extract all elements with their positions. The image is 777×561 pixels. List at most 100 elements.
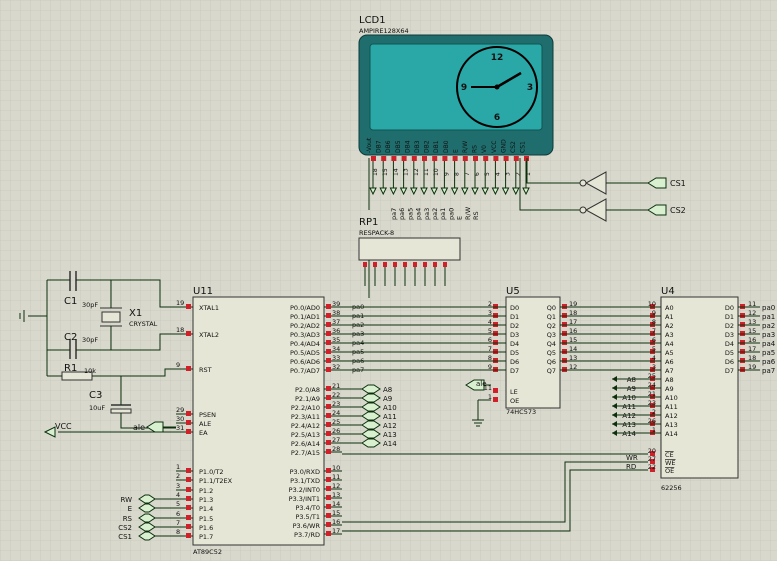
rd-label: RD bbox=[626, 463, 636, 471]
u5-pin-label: D6 bbox=[510, 358, 519, 366]
u11-pin-marker bbox=[186, 420, 191, 425]
lcd-pin-marker bbox=[432, 156, 438, 161]
u11-pin-marker bbox=[186, 468, 191, 473]
u11-pin-label: P2.5/A13 bbox=[291, 431, 320, 439]
u11-pin-label: P1.3 bbox=[199, 496, 213, 504]
u4-pin-label: WE bbox=[665, 459, 676, 467]
u11-pin-label: XTAL1 bbox=[199, 304, 219, 312]
u4-a-net: A13 bbox=[622, 421, 636, 429]
clock-number-3: 3 bbox=[527, 83, 533, 93]
u5-pin-number: 19 bbox=[569, 300, 577, 308]
u11-pin-label: ALE bbox=[199, 420, 211, 428]
u4-d-net: pa2 bbox=[762, 322, 775, 330]
u11-pin-label: P3.3/INT1 bbox=[289, 495, 320, 503]
u11-pin-marker bbox=[326, 331, 331, 336]
inverter-cs1[interactable] bbox=[579, 171, 607, 195]
c1-value: 30pF bbox=[82, 301, 98, 309]
u4-pin-label: A14 bbox=[665, 430, 678, 438]
u5-pin-label: Q0 bbox=[547, 304, 556, 312]
p1-net-terminal bbox=[138, 513, 156, 523]
u5-pin-marker bbox=[493, 388, 498, 393]
u11-pin-number: 2 bbox=[176, 472, 180, 480]
u5-pin-number: 6 bbox=[488, 336, 492, 344]
u11-a-net: A8 bbox=[383, 386, 392, 394]
u11-pin-number: 39 bbox=[332, 300, 340, 308]
lcd-pin-label: DB7 bbox=[376, 140, 383, 153]
u11-pin-label: P0.2/AD2 bbox=[290, 322, 320, 330]
ale-label-u5: ale bbox=[476, 380, 487, 388]
lcd-bus-arrow bbox=[511, 187, 520, 196]
lcd-bus-arrow bbox=[420, 187, 428, 196]
resistor-pack[interactable]: RP1 RESPACK-8 bbox=[358, 217, 461, 286]
terminal-cs1[interactable]: CS1 bbox=[647, 177, 686, 189]
u11-pin-number: 28 bbox=[332, 445, 340, 453]
lcd-bus-arrow bbox=[369, 187, 377, 196]
u5-pin-number: 3 bbox=[488, 309, 492, 317]
u4-pin-number: 21 bbox=[648, 390, 656, 398]
u5-pin-label: Q5 bbox=[547, 349, 556, 357]
rp1-part: RESPACK-8 bbox=[359, 229, 394, 237]
u4-pin-number: 3 bbox=[652, 363, 656, 371]
x1-value: CRYSTAL bbox=[129, 320, 158, 328]
u4-pin-number: 10 bbox=[648, 300, 656, 308]
terminal-cs2-label: CS2 bbox=[670, 206, 686, 215]
rp1-pin-marker bbox=[383, 262, 387, 267]
u4-a-net: A11 bbox=[622, 403, 636, 411]
rp1-pin-marker bbox=[423, 262, 427, 267]
capacitor-c1[interactable]: C1 30pF bbox=[64, 271, 98, 309]
u11-pin-label: PSEN bbox=[199, 411, 216, 419]
u11-pin-marker bbox=[186, 411, 191, 416]
capacitor-c2[interactable]: C2 30pF bbox=[64, 332, 98, 359]
u4-pin-number: 17 bbox=[748, 345, 756, 353]
u11-a-net: A12 bbox=[383, 422, 397, 430]
c3-value: 10uF bbox=[89, 404, 105, 412]
lcd-bus-arrow bbox=[460, 187, 469, 196]
terminal-ale-u11[interactable]: ale bbox=[133, 421, 164, 433]
u5-pin-number: 13 bbox=[569, 354, 577, 362]
u4-pin-label: CE bbox=[665, 451, 674, 459]
u11-pin-marker bbox=[326, 313, 331, 318]
u11-pin-number: 11 bbox=[332, 473, 340, 481]
u11-pin-label: P3.7/RD bbox=[294, 531, 320, 539]
p1-net-terminal bbox=[138, 503, 156, 513]
lcd-bus-label: R/W bbox=[464, 206, 472, 220]
terminal-cs2[interactable]: CS2 bbox=[647, 204, 686, 216]
u5-pin-label: D7 bbox=[510, 367, 519, 375]
lcd-pin-marker bbox=[513, 156, 519, 161]
u11-a-net: A13 bbox=[383, 431, 397, 439]
u5-pin-label: D5 bbox=[510, 349, 519, 357]
u11-pin-number: 5 bbox=[176, 500, 180, 508]
u4-d-net: pa3 bbox=[762, 331, 775, 339]
lcd-bus-arrow bbox=[450, 187, 459, 196]
c3-ref: C3 bbox=[89, 390, 102, 401]
u11-pin-marker bbox=[326, 477, 331, 482]
lcd-part: AMPIRE128X64 bbox=[359, 27, 409, 35]
terminal-ale-u5[interactable]: ale bbox=[465, 379, 487, 391]
u4-pin-number: 19 bbox=[748, 363, 756, 371]
u11-pin-marker bbox=[326, 422, 331, 427]
lcd-pin-marker bbox=[473, 156, 478, 161]
u11-pin-number: 37 bbox=[332, 318, 340, 326]
lcd-pin-number: 7 bbox=[464, 172, 471, 176]
terminal-vcc[interactable]: VCC bbox=[43, 422, 72, 438]
u11-pin-label: P1.2 bbox=[199, 487, 213, 495]
u11-pin-marker bbox=[326, 340, 331, 345]
rp1-pin-marker bbox=[413, 262, 417, 267]
rp1-pin-marker bbox=[443, 262, 447, 267]
lcd-bus-arrow bbox=[501, 187, 510, 196]
u11-pin-number: 30 bbox=[176, 415, 184, 423]
u4-pin-label: A4 bbox=[665, 340, 674, 348]
lcd-pin-marker bbox=[411, 156, 417, 161]
lcd-pin-marker bbox=[381, 156, 387, 161]
u4-pin-number: 22 bbox=[648, 463, 656, 471]
lcd-bus-arrow bbox=[471, 187, 479, 196]
u11-a-net: A11 bbox=[383, 413, 397, 421]
u4-pin-label: A10 bbox=[665, 394, 678, 402]
u5-pin-label: D3 bbox=[510, 331, 519, 339]
